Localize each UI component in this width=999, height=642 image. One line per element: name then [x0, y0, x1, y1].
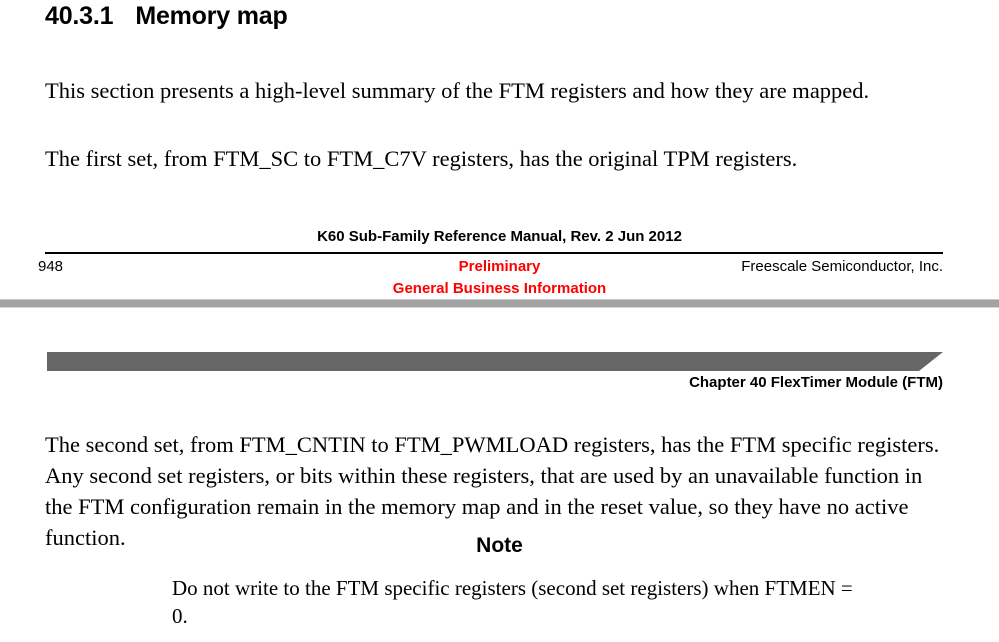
note-heading: Note — [476, 534, 523, 557]
paragraph-second-set: The second set, from FTM_CNTIN to FTM_PW… — [45, 431, 940, 550]
footer-page-number: 948 — [38, 258, 64, 275]
section-title: Memory map — [135, 2, 288, 30]
footer-manual-title: K60 Sub-Family Reference Manual, Rev. 2 … — [317, 228, 682, 245]
paragraph-first-set: The first set, from FTM_SC to FTM_C7V re… — [45, 145, 798, 171]
paragraph-intro: This section presents a high-level summa… — [45, 77, 870, 103]
footer-status-general-business-information: General Business Information — [392, 280, 607, 297]
chapter-banner-bar — [47, 352, 943, 371]
footer-divider-rule — [45, 252, 943, 254]
section-heading: 40.3.1 Memory map — [45, 2, 288, 31]
page-break-separator — [0, 299, 999, 308]
section-number: 40.3.1 — [45, 2, 114, 30]
footer-company-name: Freescale Semiconductor, Inc. — [741, 258, 943, 275]
note-body-text: Do not write to the FTM specific registe… — [172, 576, 853, 628]
chapter-running-head: Chapter 40 FlexTimer Module (FTM) — [689, 374, 943, 391]
footer-status-preliminary: Preliminary — [458, 258, 541, 275]
